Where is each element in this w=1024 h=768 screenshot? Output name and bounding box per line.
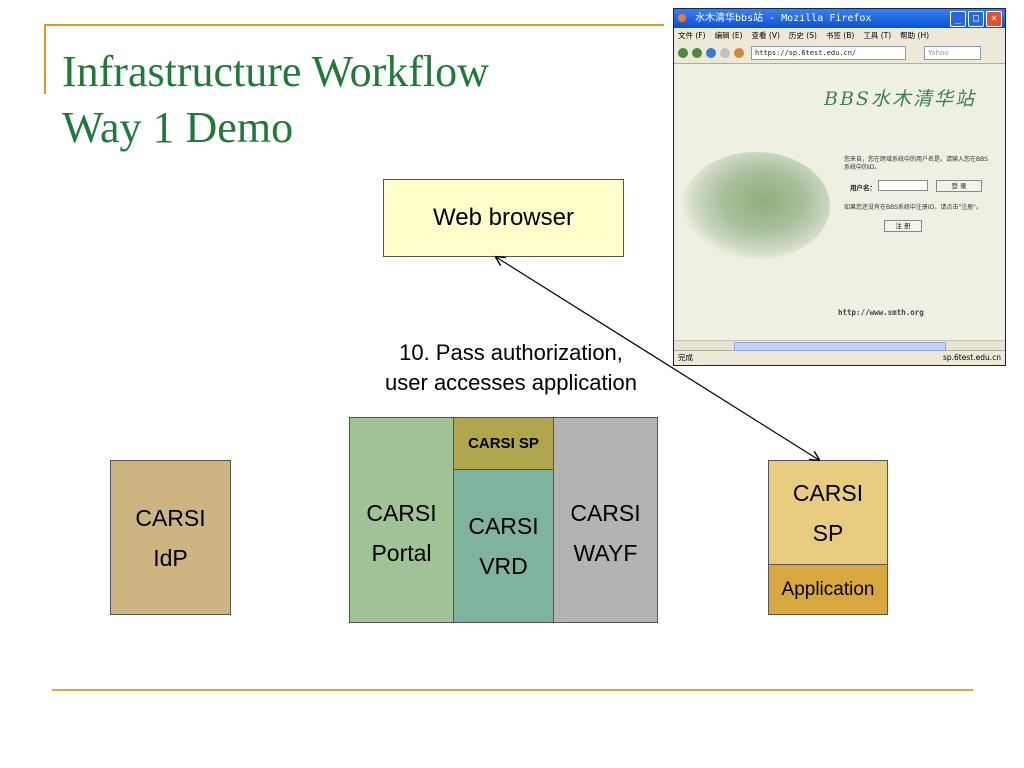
carsi-sp-small-label: CARSI SP — [468, 434, 539, 452]
carsi-sp-label-2: SP — [812, 519, 844, 546]
carsi-vrd-label-2: VRD — [479, 553, 528, 579]
firefox-window-screenshot: 水木清华bbs站 - Mozilla Firefox _ □ ✕ 文件 (F) … — [673, 8, 1006, 366]
accent-horizontal-line — [44, 24, 664, 26]
menu-edit: 编辑 (E) — [714, 31, 743, 40]
forward-icon — [692, 48, 702, 58]
carsi-wayf-node: CARSI WAYF — [553, 417, 658, 623]
menu-tools: 工具 (T) — [863, 31, 892, 40]
home-icon — [734, 48, 744, 58]
firefox-menubar: 文件 (F) 编辑 (E) 查看 (V) 历史 (S) 书签 (B) 工具 (T… — [674, 28, 1005, 43]
carsi-vrd-node: CARSI VRD — [453, 469, 554, 623]
web-browser-label: Web browser — [433, 204, 574, 231]
horizontal-scrollbar — [674, 340, 1005, 351]
footer-divider — [52, 689, 973, 691]
accent-vertical-line — [44, 24, 46, 94]
web-browser-node: Web browser — [383, 179, 624, 257]
carsi-sp-node: CARSI SP — [768, 460, 888, 565]
scrollbar-thumb — [734, 342, 946, 351]
firefox-statusbar: 完成 sp.6test.edu.cn — [674, 350, 1005, 365]
username-label: 用户名： — [850, 184, 876, 192]
register-button: 注 册 — [884, 220, 922, 232]
carsi-portal-label-2: Portal — [371, 540, 432, 566]
slide-title: Infrastructure Workflow Way 1 Demo — [62, 44, 489, 156]
menu-bookmarks: 书签 (B) — [825, 31, 855, 40]
menu-view: 查看 (V) — [751, 31, 780, 40]
firefox-page-content: BBS水木清华站 您来自，您在跨域系统中的用户名是。请输入您在BBS系统中的ID… — [674, 64, 1005, 340]
register-prompt: 如果您还没有在BBS系统中注册ID，请点击"注册"。 — [844, 204, 982, 211]
carsi-idp-node: CARSI IdP — [110, 460, 231, 615]
minimize-icon: _ — [950, 11, 966, 27]
application-node: Application — [768, 564, 888, 615]
campus-photo — [682, 152, 830, 260]
carsi-vrd-label-1: CARSI — [468, 513, 539, 539]
close-icon: ✕ — [986, 11, 1002, 27]
carsi-wayf-label-1: CARSI — [570, 500, 641, 526]
firefox-icon — [678, 14, 686, 22]
back-icon — [678, 48, 688, 58]
status-domain: sp.6test.edu.cn — [942, 353, 1001, 362]
step-annotation: 10. Pass authorization, user accesses ap… — [350, 338, 672, 398]
carsi-idp-label-1: CARSI — [135, 504, 206, 531]
carsi-sp-label-1: CARSI — [792, 479, 864, 506]
step-annotation-line-1: 10. Pass authorization, — [399, 340, 623, 365]
maximize-icon: □ — [968, 11, 984, 27]
firefox-toolbar: https://sp.6test.edu.cn/ Yahoo — [674, 43, 1005, 64]
login-prompt: 您来自，您在跨域系统中的用户名是。请输入您在BBS系统中的ID。 — [844, 156, 988, 171]
login-button: 登 录 — [936, 180, 982, 192]
site-logo: BBS水木清华站 — [824, 88, 976, 110]
carsi-wayf-label-2: WAYF — [573, 540, 638, 566]
search-box: Yahoo — [924, 46, 981, 60]
step-annotation-line-2: user accesses application — [385, 370, 637, 395]
address-bar: https://sp.6test.edu.cn/ — [751, 46, 906, 60]
status-text: 完成 — [678, 353, 693, 362]
carsi-sp-small-node: CARSI SP — [453, 417, 554, 470]
stop-icon — [720, 48, 730, 58]
username-field — [878, 180, 928, 191]
carsi-portal-node: CARSI Portal — [349, 417, 454, 623]
reload-icon — [706, 48, 716, 58]
menu-help: 帮助 (H) — [900, 31, 930, 40]
application-label: Application — [781, 578, 875, 600]
carsi-idp-label-2: IdP — [153, 544, 188, 571]
site-url: http://www.smth.org — [838, 308, 924, 317]
firefox-titlebar: 水木清华bbs站 - Mozilla Firefox _ □ ✕ — [674, 9, 1005, 28]
slide-title-line-2: Way 1 Demo — [62, 103, 294, 152]
firefox-window-title: 水木清华bbs站 - Mozilla Firefox — [695, 13, 872, 24]
carsi-portal-label-1: CARSI — [366, 500, 437, 526]
menu-file: 文件 (F) — [678, 31, 706, 40]
slide-title-line-1: Infrastructure Workflow — [62, 47, 489, 96]
menu-history: 历史 (S) — [788, 31, 817, 40]
